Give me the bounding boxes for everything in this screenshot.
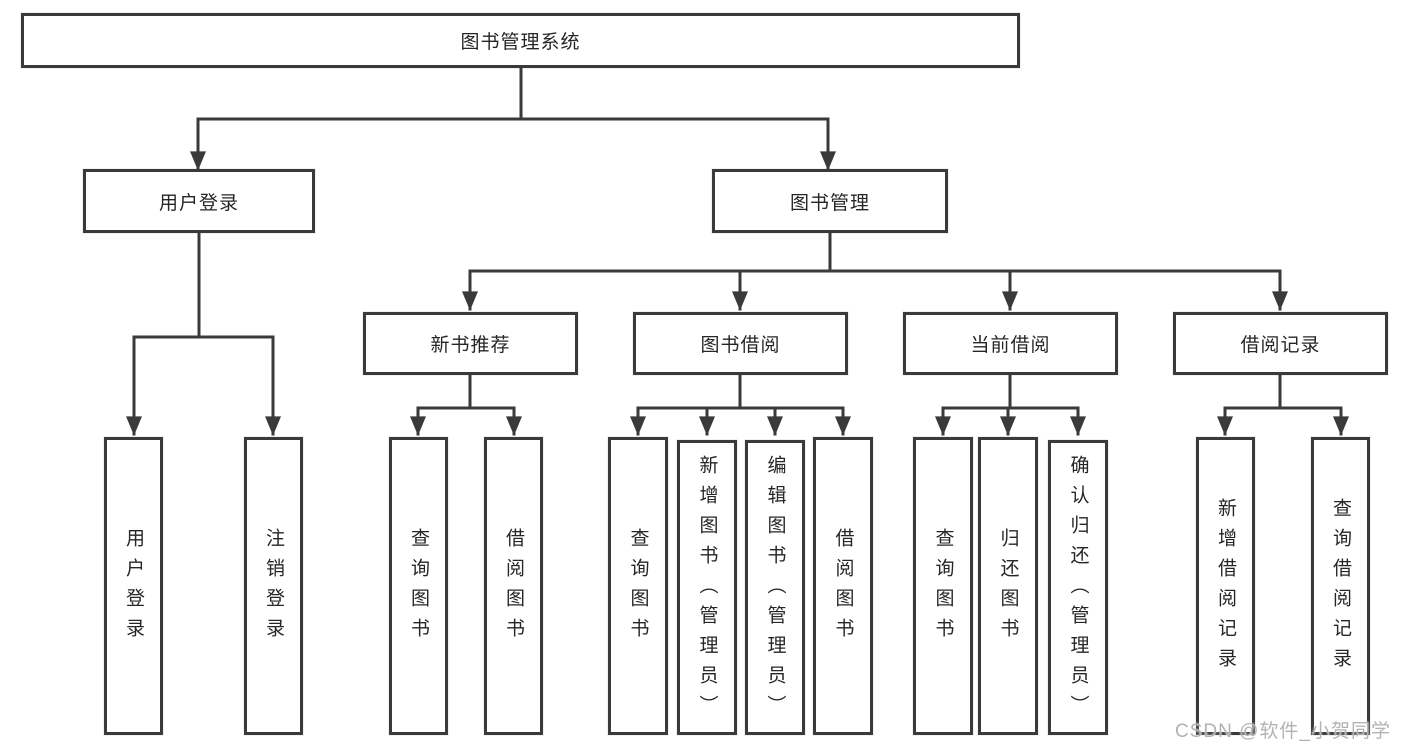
csdn-watermark: CSDN @软件_小贺同学 (1175, 721, 1391, 742)
node-leaf-logout: 注销登录 (244, 437, 303, 735)
node-leaf-user-login: 用户登录 (104, 437, 163, 735)
node-leaf-bb-edit-book-admin: 编辑图书（管理员） (745, 440, 805, 735)
node-leaf-cb-query-book: 查询图书 (913, 437, 973, 735)
node-new-book-recommendation: 新书推荐 (363, 312, 578, 375)
node-leaf-br-add-record: 新增借阅记录 (1196, 437, 1255, 735)
node-leaf-br-query-record: 查询借阅记录 (1311, 437, 1370, 735)
node-book-borrowing: 图书借阅 (633, 312, 848, 375)
node-leaf-rec-borrow-book: 借阅图书 (484, 437, 543, 735)
node-leaf-bb-query-book: 查询图书 (608, 437, 668, 735)
node-current-borrowing: 当前借阅 (903, 312, 1118, 375)
node-leaf-cb-confirm-return-admin: 确认归还（管理员） (1048, 440, 1108, 735)
node-leaf-bb-borrow-book: 借阅图书 (813, 437, 873, 735)
node-leaf-cb-return-book: 归还图书 (978, 437, 1038, 735)
node-book-management: 图书管理 (712, 169, 948, 233)
node-borrowing-records: 借阅记录 (1173, 312, 1388, 375)
node-leaf-rec-query-book: 查询图书 (389, 437, 448, 735)
node-user-login: 用户登录 (83, 169, 315, 233)
node-root: 图书管理系统 (21, 13, 1020, 68)
node-leaf-bb-add-book-admin: 新增图书（管理员） (677, 440, 737, 735)
